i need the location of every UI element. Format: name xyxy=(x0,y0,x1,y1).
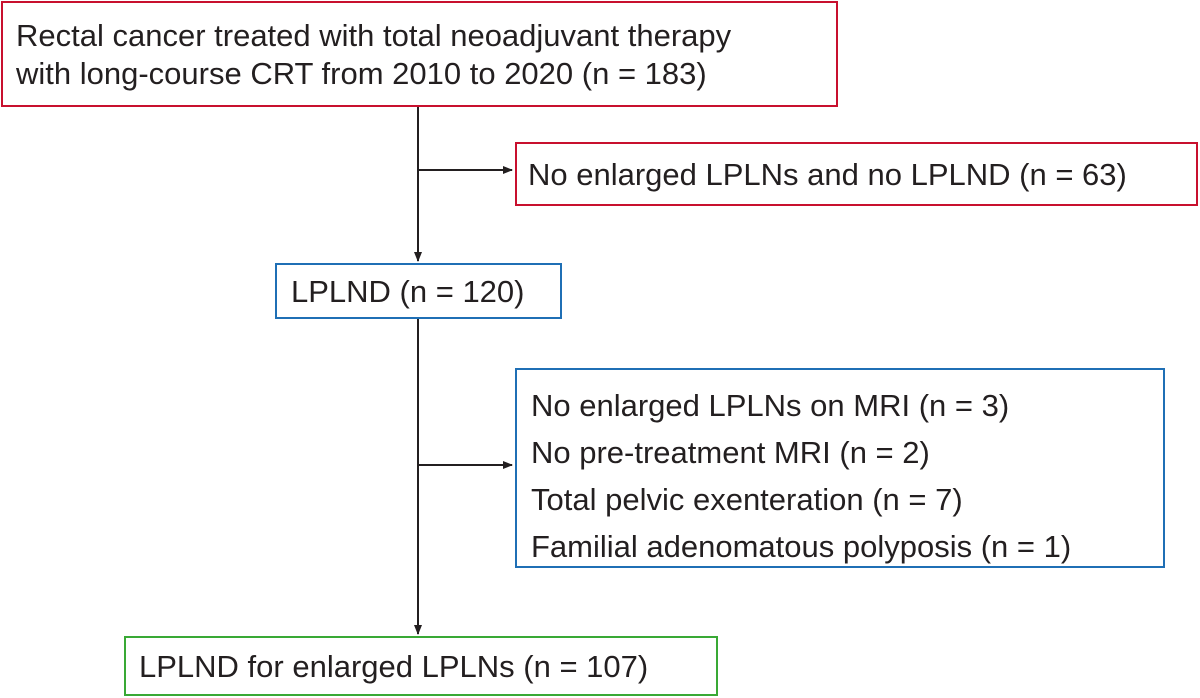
final-cohort-text: LPLND for enlarged LPLNs (n = 107) xyxy=(139,649,649,684)
box-excluded-no-lplnd: No enlarged LPLNs and no LPLND (n = 63) xyxy=(515,142,1198,206)
excluded-criteria-item: Familial adenomatous polyposis (n = 1) xyxy=(531,529,1072,564)
excluded-criteria-item: No pre-treatment MRI (n = 2) xyxy=(531,435,930,470)
start-cohort-line-1: Rectal cancer treated with total neoadju… xyxy=(16,18,732,53)
excluded-criteria-item: Total pelvic exenteration (n = 7) xyxy=(531,482,963,517)
box-lplnd: LPLND (n = 120) xyxy=(275,263,562,319)
excluded-criteria-item: No enlarged LPLNs on MRI (n = 3) xyxy=(531,388,1010,423)
excluded-no-lplnd-text: No enlarged LPLNs and no LPLND (n = 63) xyxy=(528,157,1127,192)
box-excluded-criteria: No enlarged LPLNs on MRI (n = 3) No pre-… xyxy=(515,368,1165,568)
lplnd-text: LPLND (n = 120) xyxy=(291,274,525,309)
box-final-cohort: LPLND for enlarged LPLNs (n = 107) xyxy=(124,636,718,696)
box-start-cohort: Rectal cancer treated with total neoadju… xyxy=(1,1,838,107)
start-cohort-line-2: with long-course CRT from 2010 to 2020 (… xyxy=(16,56,707,91)
